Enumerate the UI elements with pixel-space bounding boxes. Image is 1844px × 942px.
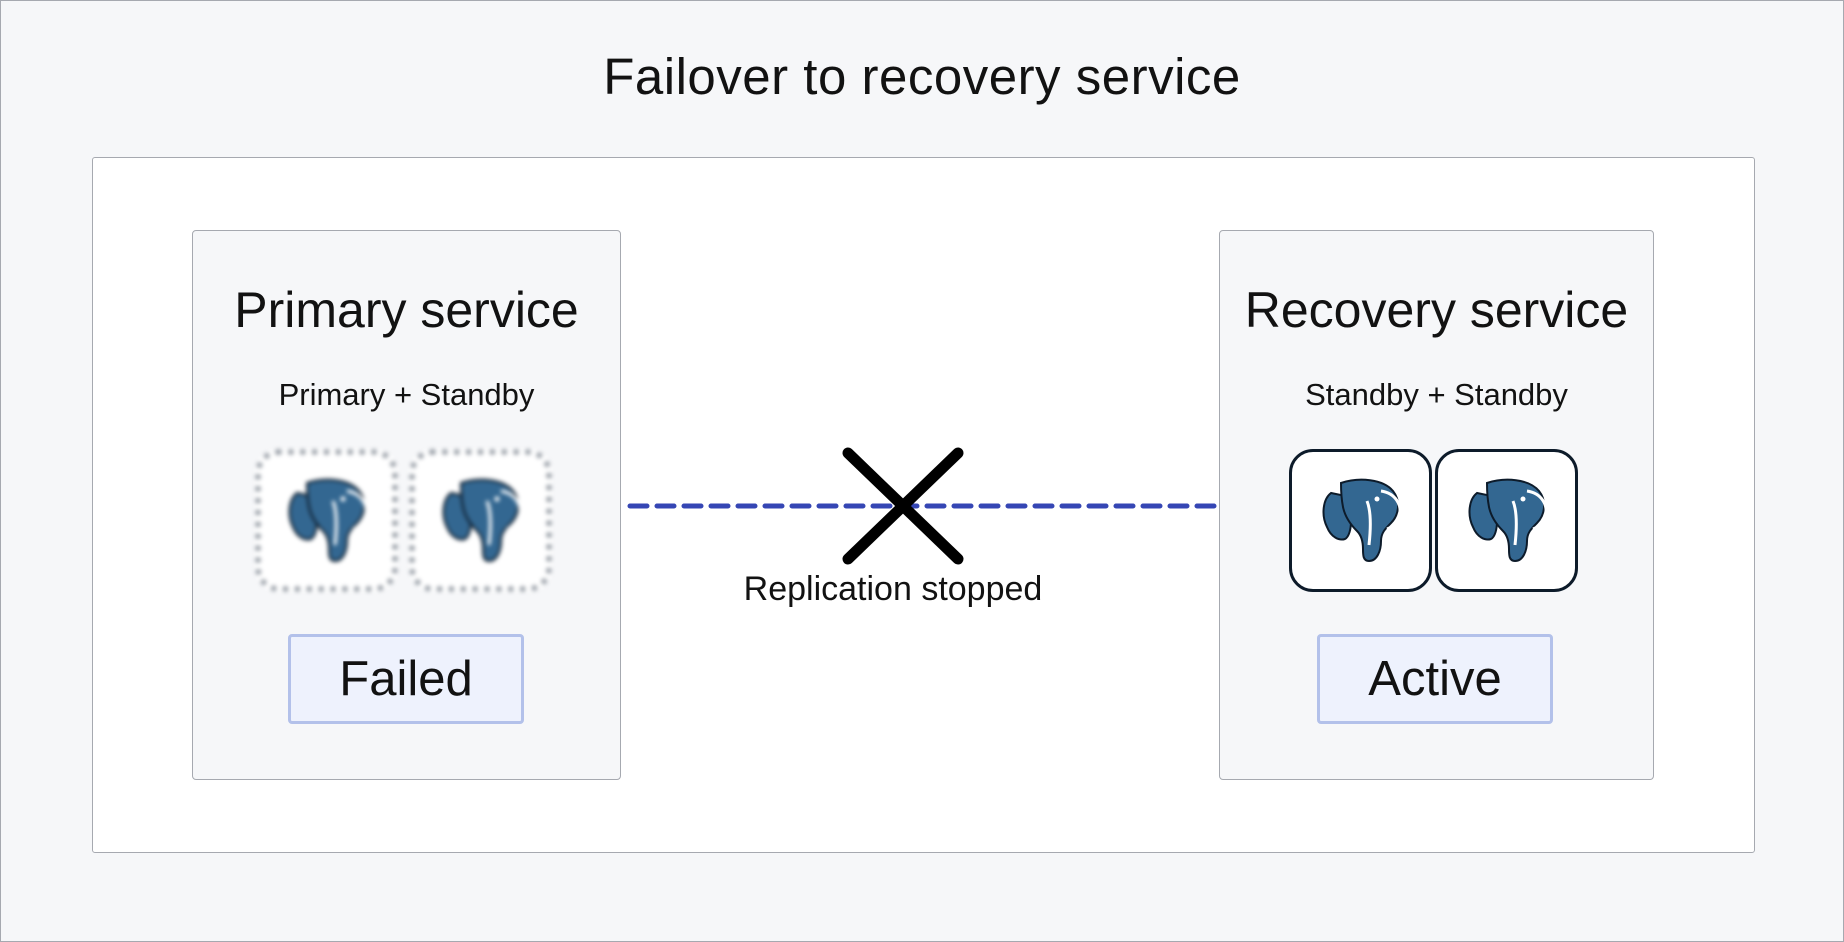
primary-nodes [193,449,620,595]
recovery-service-title: Recovery service [1244,282,1629,338]
postgres-elephant-icon [288,478,367,562]
x-icon [842,447,964,565]
primary-node-failed [255,449,398,592]
postgres-elephant-icon [1468,478,1547,562]
recovery-service-card: Recovery service Standby + Standby [1219,230,1654,780]
diagram-canvas: Replication stopped Primary service Prim… [92,157,1755,853]
primary-status-badge: Failed [288,634,524,724]
recovery-standby-node-active [1435,449,1578,592]
primary-service-title: Primary service [234,282,579,338]
primary-service-subtitle: Primary + Standby [278,377,535,412]
diagram-title: Failover to recovery service [603,48,1241,105]
recovery-node-active [1289,449,1432,592]
recovery-service-subtitle: Standby + Standby [1305,377,1568,412]
postgres-elephant-icon [1322,478,1401,562]
replication-label: Replication stopped [743,570,1043,608]
standby-node-failed [409,449,552,592]
recovery-nodes [1220,449,1653,595]
recovery-status-badge: Active [1317,634,1553,724]
primary-service-card: Primary service Primary + Standby [192,230,621,780]
postgres-elephant-icon [442,478,521,562]
